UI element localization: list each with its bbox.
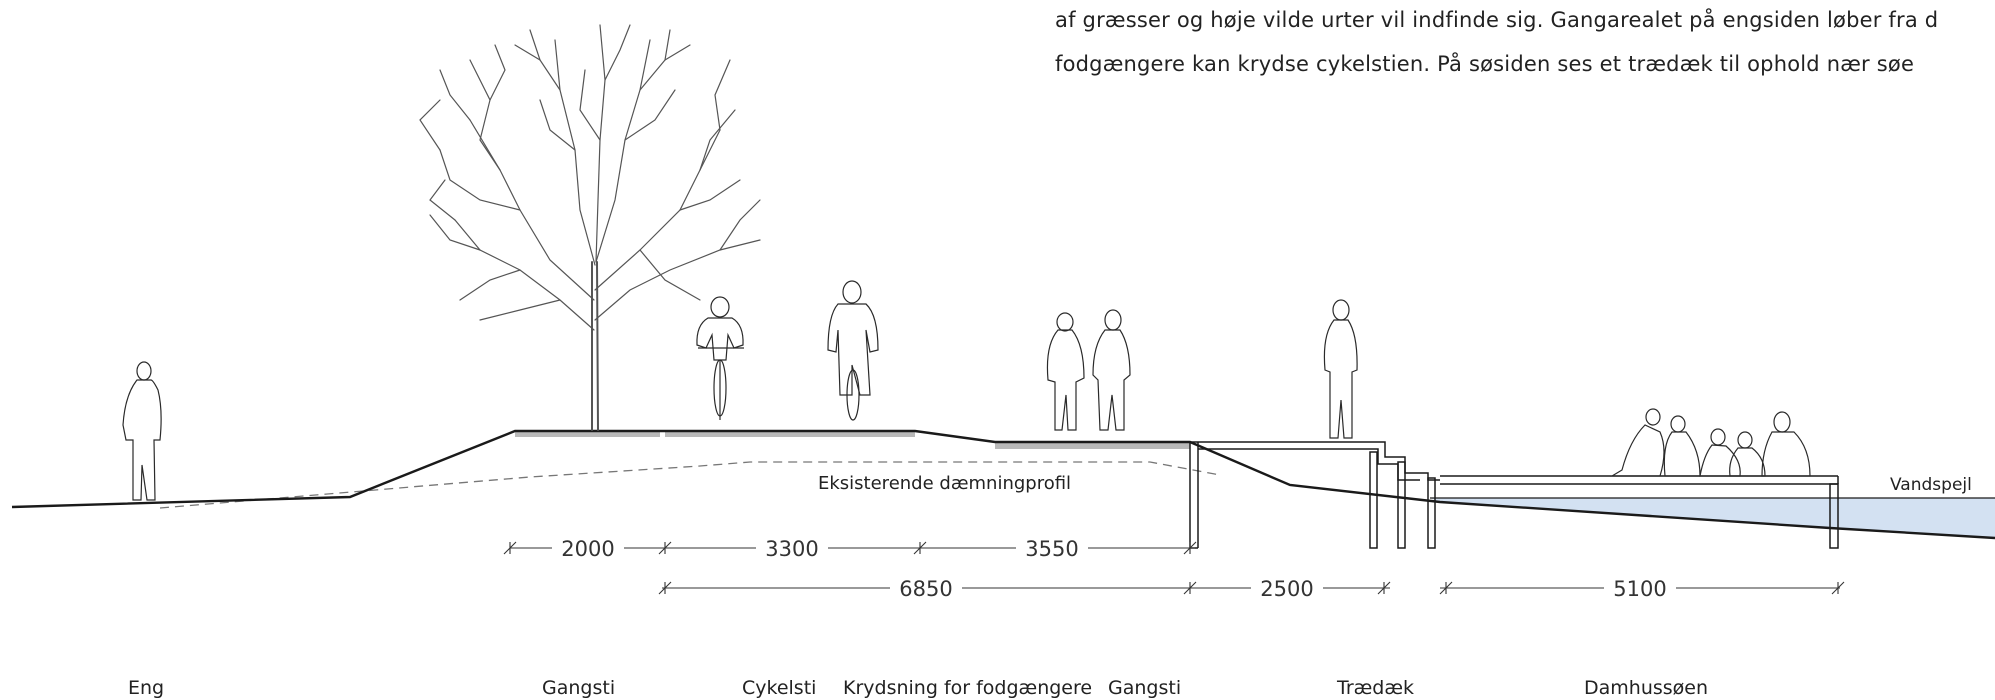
path-paving-left bbox=[515, 431, 660, 437]
zone-label-damhussoen: Damhussøen bbox=[1584, 677, 1709, 699]
path-paving-right bbox=[995, 442, 1190, 449]
zone-label-cykelsti: Cykelsti bbox=[742, 677, 817, 699]
deck-structure bbox=[1189, 441, 1839, 549]
terrain-line bbox=[11, 429, 1995, 540]
cyclist-1 bbox=[696, 296, 744, 420]
cyclist-2 bbox=[827, 280, 879, 421]
person-standing-deck bbox=[1323, 299, 1358, 439]
dimension-3550: 3550 bbox=[1025, 537, 1078, 561]
description-line-2: fodgængere kan krydse cykelstien. På søs… bbox=[1055, 52, 1915, 76]
zone-label-traedaek: Trædæk bbox=[1337, 677, 1415, 699]
zone-label-gangsti-2: Gangsti bbox=[1108, 677, 1182, 699]
couple-walking bbox=[1046, 309, 1131, 431]
lake-water bbox=[1430, 498, 1995, 538]
zone-label-gangsti-1: Gangsti bbox=[542, 677, 616, 699]
dimension-3300: 3300 bbox=[765, 537, 818, 561]
existing-profile-label: Eksisterende dæmningprofil bbox=[818, 473, 1071, 494]
water-level-label: Vandspejl bbox=[1890, 475, 1972, 495]
dimension-2000: 2000 bbox=[561, 537, 614, 561]
bike-path-paving bbox=[665, 431, 915, 437]
zone-label-krydsning: Krydsning for fodgængere bbox=[843, 677, 1093, 699]
dimension-2500: 2500 bbox=[1260, 577, 1313, 601]
tree bbox=[419, 24, 761, 431]
description-line-1: af græsser og høje vilde urter vil indfi… bbox=[1055, 8, 1939, 32]
zone-label-eng: Eng bbox=[128, 677, 165, 699]
seated-group bbox=[1609, 408, 1811, 477]
person-walking-left bbox=[122, 361, 162, 501]
dimension-6850: 6850 bbox=[899, 577, 952, 601]
dimension-5100: 5100 bbox=[1613, 577, 1666, 601]
